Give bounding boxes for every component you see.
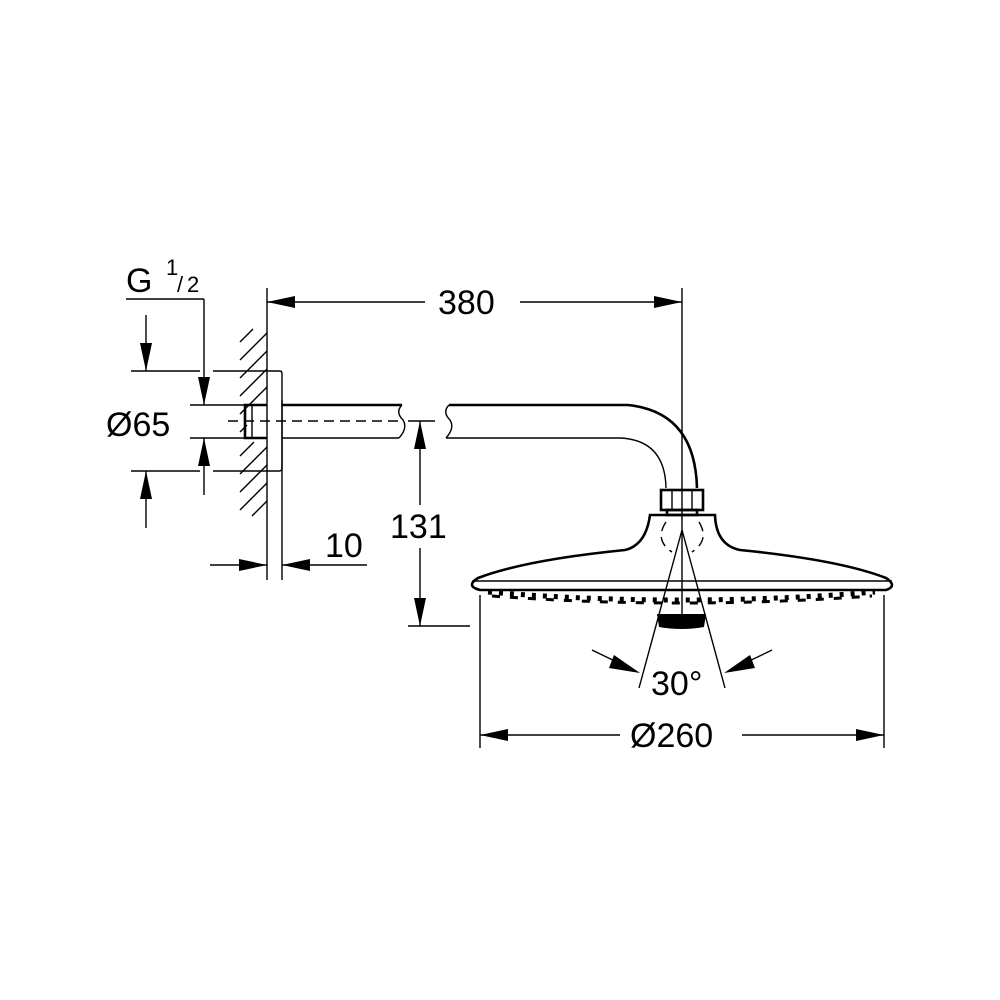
thread-label-slash: / — [177, 272, 184, 297]
flange-diameter-label: Ø65 — [106, 406, 170, 444]
height-drop-dimension — [408, 420, 470, 627]
spray-angle-label: 30° — [651, 665, 702, 703]
flange-depth-dimension — [210, 559, 367, 571]
head-diameter-label: Ø260 — [630, 717, 713, 755]
wall-flange — [267, 370, 283, 580]
arm-projection-dimension — [267, 296, 682, 308]
thread-label-numerator: 1 — [166, 255, 178, 280]
head-diameter-dimension — [479, 595, 885, 748]
flange-depth-label: 10 — [325, 527, 363, 565]
flange-diameter-dimension — [131, 315, 267, 528]
height-drop-label: 131 — [390, 508, 447, 546]
spray-nozzles — [487, 589, 876, 605]
shower-arm — [282, 403, 699, 489]
arm-projection-label: 380 — [438, 284, 495, 322]
thread-dimension — [126, 298, 245, 495]
thread-label-denominator: 2 — [187, 272, 199, 297]
spray-angle-lines — [591, 529, 773, 689]
thread-label-prefix: G — [126, 262, 152, 300]
